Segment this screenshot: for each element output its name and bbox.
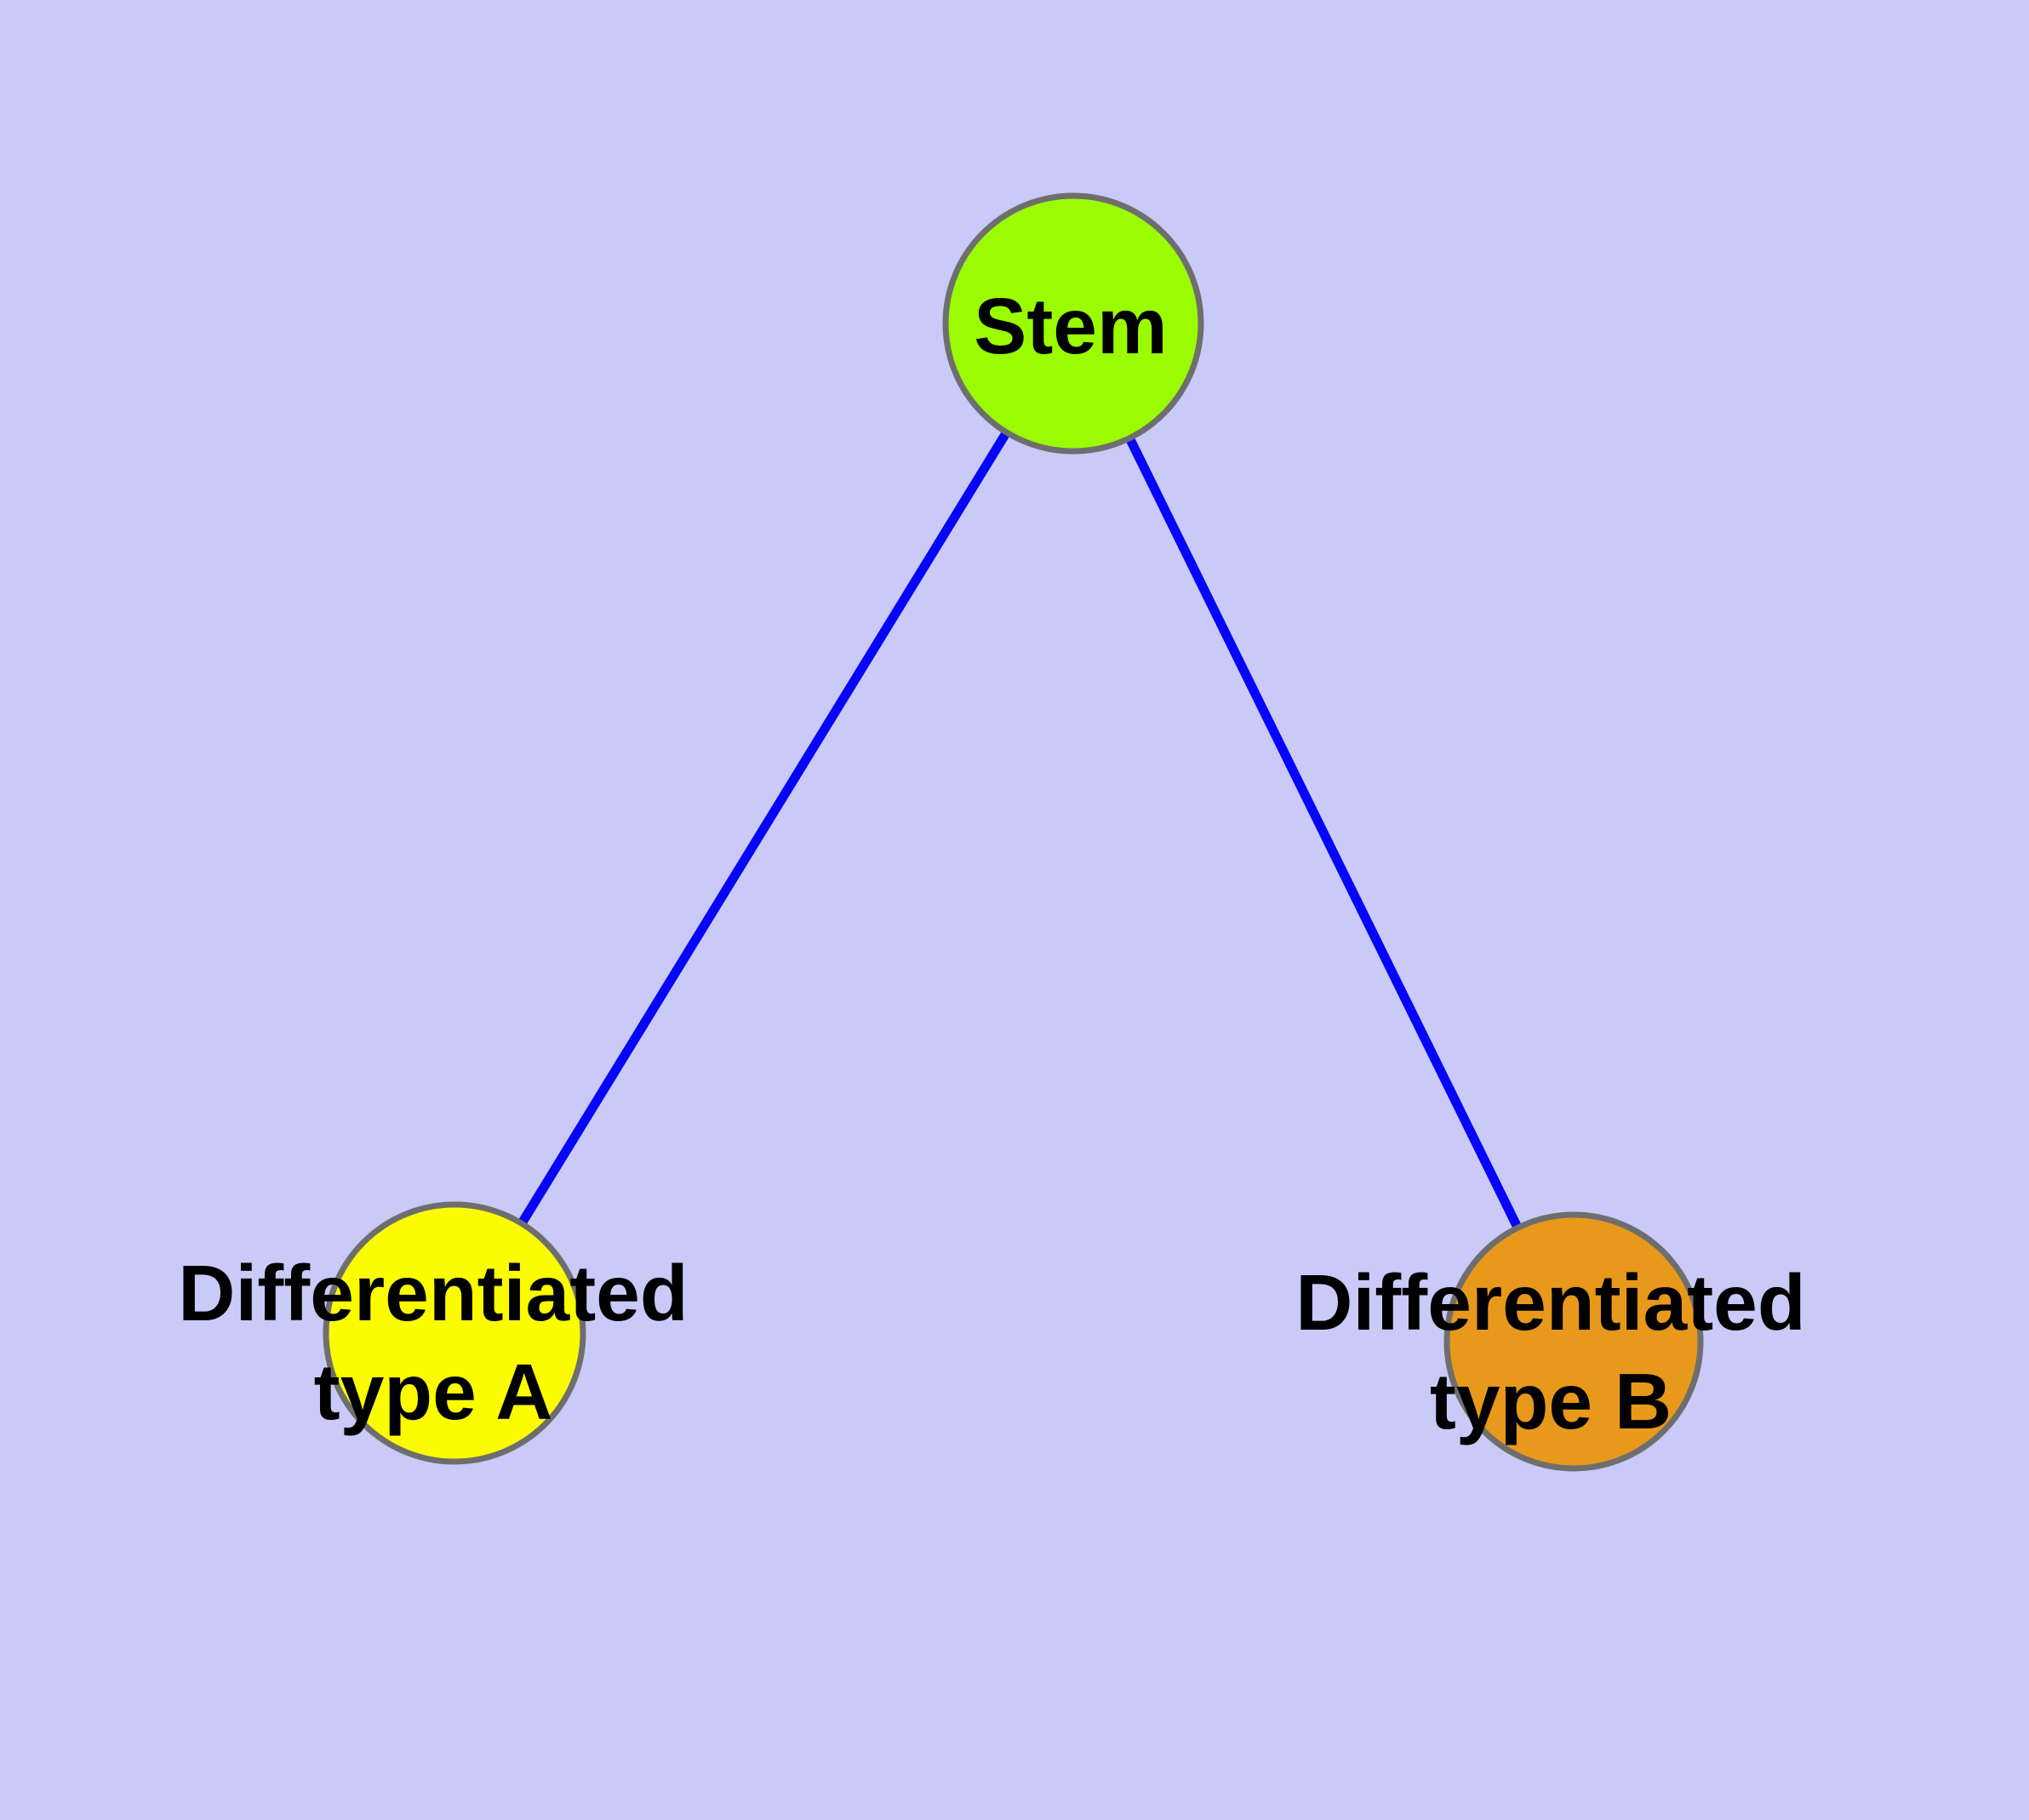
node-type-b-label-line2: type B [1429,1357,1672,1445]
node-type-a-label: Differentiated type A [178,1244,688,1441]
node-type-b-circle [1443,1211,1704,1472]
edge-stem-to-type-b [1069,321,1578,1344]
node-type-a-label-line1: Differentiated [178,1249,689,1337]
node-type-b-label-line1: Differentiated [1295,1258,1806,1347]
node-stem-label: Stem [974,277,1167,375]
node-stem-label-text: Stem [974,282,1168,370]
node-type-a-label-line2: type A [313,1348,553,1436]
node-stem-circle [942,192,1204,455]
node-type-a-circle [323,1201,586,1465]
node-type-b-label: Differentiated type B [1295,1253,1805,1451]
edge-stem-to-type-a [450,321,1077,1336]
